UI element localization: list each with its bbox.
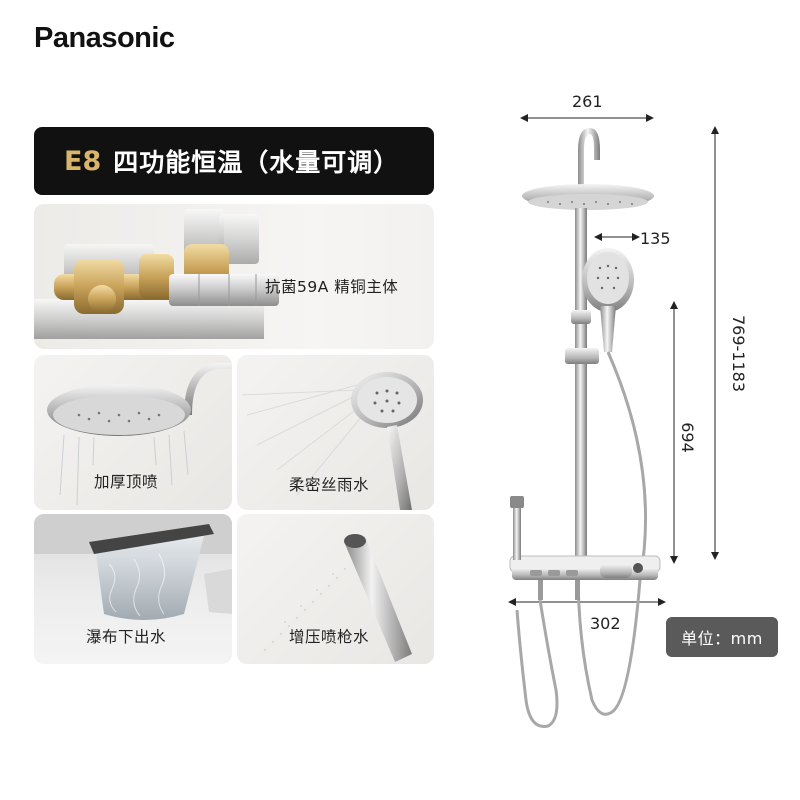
feature-label-spray-gun: 增压喷枪水 bbox=[289, 628, 370, 646]
feature-card-waterfall: 瀑布下出水 bbox=[34, 514, 232, 664]
brass-valve-icon bbox=[34, 209, 279, 339]
unit-badge: 单位：mm bbox=[666, 617, 778, 657]
dimension-lines bbox=[508, 114, 719, 606]
model-number: E8 bbox=[64, 145, 102, 177]
feature-card-top-shower: 加厚顶喷 bbox=[34, 355, 232, 510]
dimension-height-range: 769-1183 bbox=[729, 314, 749, 393]
rain-shower-head-icon bbox=[47, 363, 232, 506]
feature-label-fine-rain: 柔密丝雨水 bbox=[289, 476, 370, 494]
feature-label-waterfall: 瀑布下出水 bbox=[86, 628, 167, 646]
feature-card-brass-body: 抗菌59A 精铜主体 bbox=[34, 204, 434, 349]
dimension-rail-length: 694 bbox=[677, 422, 697, 453]
feature-card-spray-gun: 增压喷枪水 bbox=[237, 514, 434, 664]
dimension-hand-shower-offset: 135 bbox=[640, 229, 671, 248]
feature-label-top-shower: 加厚顶喷 bbox=[94, 473, 159, 491]
product-title: 四功能恒温（水量可调） bbox=[113, 148, 400, 177]
hand-shower-spray-icon bbox=[241, 372, 423, 510]
spray-gun-icon bbox=[264, 534, 412, 662]
dimension-shelf-width: 302 bbox=[590, 614, 621, 633]
product-title-bar: E8 四功能恒温（水量可调） bbox=[34, 127, 434, 195]
feature-card-fine-rain: 柔密丝雨水 bbox=[237, 355, 434, 510]
brand-logo: Panasonic bbox=[34, 22, 175, 54]
waterfall-spout-icon bbox=[34, 514, 232, 620]
feature-label-brass-body: 抗菌59A 精铜主体 bbox=[265, 278, 399, 296]
dimension-top-width: 261 bbox=[572, 92, 603, 111]
